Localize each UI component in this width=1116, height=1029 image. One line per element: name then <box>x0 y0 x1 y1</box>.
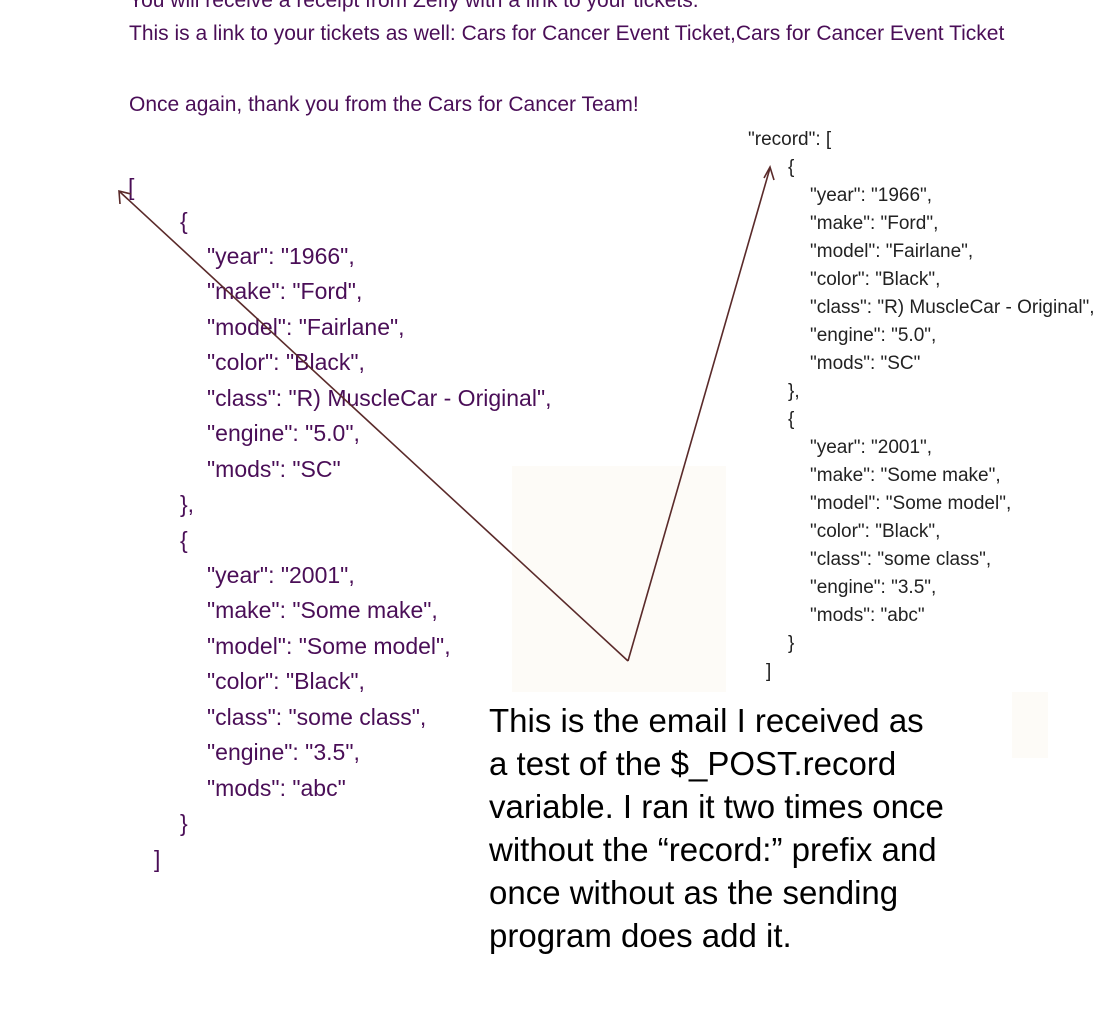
note-line: a test of the $_POST.record <box>489 745 897 782</box>
note-line: without the “record:” prefix and <box>489 831 937 868</box>
record-json-line: "class": "R) MuscleCar - Original", <box>810 297 1095 318</box>
record-json-line: "make": "Some make", <box>810 465 1001 486</box>
json-line: "model": "Some model", <box>207 633 451 659</box>
annotation-note: This is the email I received as a test o… <box>489 699 1049 957</box>
json-line: ] <box>154 846 161 872</box>
record-json-line: "make": "Ford", <box>810 213 939 234</box>
json-line: { <box>180 208 188 234</box>
json-line: "year": "2001", <box>207 562 355 588</box>
json-line: "engine": "5.0", <box>207 420 360 446</box>
record-json-line: "year": "1966", <box>810 185 933 206</box>
json-line: }, <box>180 491 195 517</box>
json-line: "make": "Some make", <box>207 597 438 623</box>
record-json-line: ] <box>766 661 772 682</box>
record-json-line: "record": [ <box>748 129 832 150</box>
record-json-line: { <box>788 157 795 178</box>
record-json-line: "model": "Fairlane", <box>810 241 974 262</box>
record-json-line: "model": "Some model", <box>810 493 1012 514</box>
json-line: "year": "1966", <box>207 243 355 269</box>
record-json-line: "color": "Black", <box>810 521 941 542</box>
email-ticket-link-line: This is a link to your tickets as well: … <box>129 22 1005 45</box>
record-json-line: } <box>788 633 795 654</box>
json-line: { <box>180 527 188 553</box>
note-line: program does add it. <box>489 917 792 954</box>
email-thanks-line: Once again, thank you from the Cars for … <box>129 93 639 116</box>
arrow-head-left <box>118 189 132 205</box>
json-line: "engine": "3.5", <box>207 739 360 765</box>
json-line: "class": "some class", <box>207 704 427 730</box>
json-line: "color": "Black", <box>207 668 365 694</box>
json-line: "mods": "SC" <box>207 456 341 482</box>
record-json-line: { <box>788 409 795 430</box>
record-json-line: "engine": "5.0", <box>810 325 937 346</box>
arrow-to-record-json <box>627 167 771 662</box>
json-line: "mods": "abc" <box>207 775 346 801</box>
json-line: [ <box>128 174 135 200</box>
record-json-line: "engine": "3.5", <box>810 577 937 598</box>
note-line: This is the email I received as <box>489 702 924 739</box>
faint-background-box <box>512 466 726 692</box>
record-json-line: "mods": "abc" <box>810 605 925 626</box>
record-json-line: "mods": "SC" <box>810 353 921 374</box>
json-line: "make": "Ford", <box>207 278 363 304</box>
json-line: "color": "Black", <box>207 349 365 375</box>
json-line: } <box>180 810 188 836</box>
record-json-line: }, <box>788 381 800 402</box>
arrow-head-right <box>763 164 775 181</box>
record-json-line: "color": "Black", <box>810 269 941 290</box>
arrow-to-left-json <box>119 191 629 662</box>
note-line: variable. I ran it two times once <box>489 788 944 825</box>
json-line: "class": "R) MuscleCar - Original", <box>207 385 552 411</box>
json-line: "model": "Fairlane", <box>207 314 405 340</box>
faint-background-box <box>1012 692 1048 758</box>
email-receipt-line: You will receive a receipt from Zeffy wi… <box>129 0 699 12</box>
record-json-line: "class": "some class", <box>810 549 992 570</box>
record-json-line: "year": "2001", <box>810 437 933 458</box>
note-line: once without as the sending <box>489 874 899 911</box>
